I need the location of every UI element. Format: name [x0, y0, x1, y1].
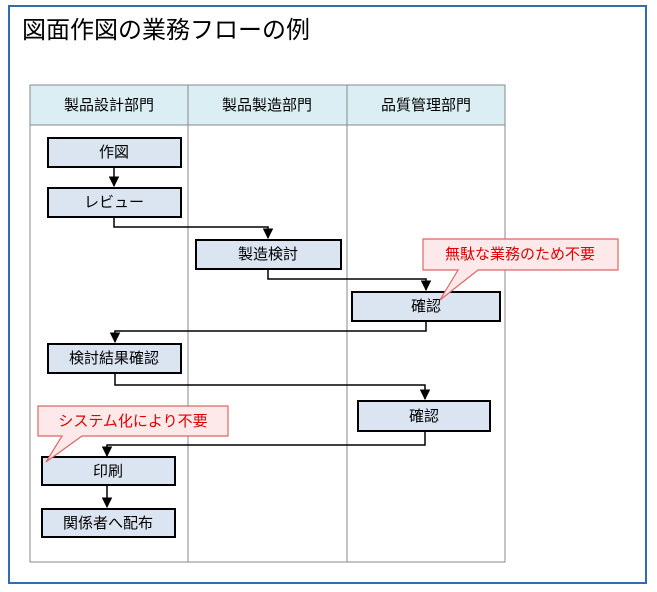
step-box	[357, 400, 491, 432]
step-box	[47, 137, 182, 168]
step-label: 確認	[411, 297, 441, 315]
step-label: 作図	[99, 143, 129, 161]
page-title: 図面作図の業務フローの例	[22, 16, 310, 44]
step-box	[47, 187, 182, 218]
lane-header-quality	[346, 84, 506, 126]
step-label: 製造検討	[238, 245, 298, 263]
step-label: 検討結果確認	[69, 349, 159, 367]
callout-bubble	[37, 405, 229, 463]
step-label: 印刷	[93, 462, 123, 480]
step-box	[41, 508, 176, 538]
step-box	[41, 456, 176, 486]
flow-arrow	[101, 431, 426, 458]
step-box	[351, 291, 501, 322]
callout-text: システム化により不要	[58, 412, 207, 430]
flow-arrow	[113, 217, 274, 240]
step-box	[47, 343, 182, 374]
flow-arrow	[267, 269, 432, 292]
lane-label-manufacturing: 製品製造部門	[222, 96, 312, 114]
flow-arrow	[114, 373, 431, 401]
lane-header-design	[29, 84, 189, 126]
step-label: 関係者へ配布	[63, 514, 153, 532]
step-box	[195, 239, 342, 270]
lane-label-quality: 品質管理部門	[381, 96, 471, 114]
step-label: 確認	[409, 407, 439, 425]
lane-header-manufacturing	[187, 84, 348, 126]
flow-arrow	[109, 321, 427, 344]
lane-label-design: 製品設計部門	[64, 96, 154, 114]
callout-bubble	[422, 238, 619, 301]
callout-text: 無駄な業務のため不要	[445, 245, 595, 263]
step-label: レビュー	[84, 193, 144, 211]
